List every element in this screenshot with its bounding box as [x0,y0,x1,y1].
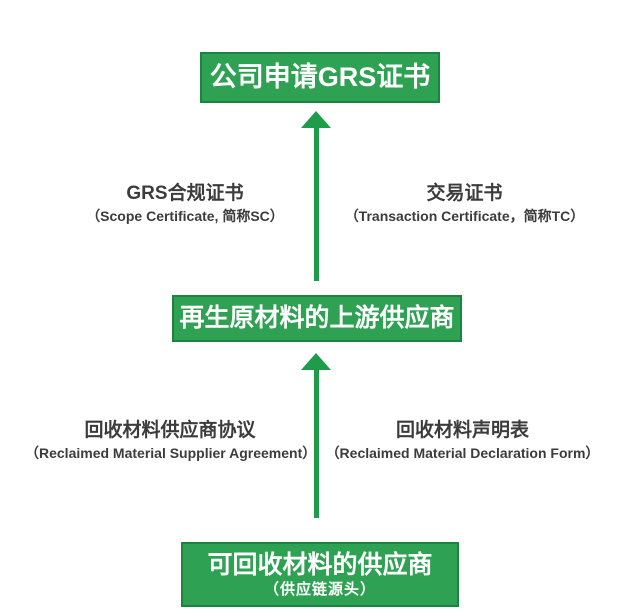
arrow-shaft [313,128,319,281]
annotation-title: GRS合规证书 [126,183,244,204]
annotation-subtitle: （Reclaimed Material Declaration Form） [325,444,600,461]
node-upstream-supplier: 再生原材料的上游供应商 [172,295,462,342]
up-arrow-icon [301,353,331,518]
annotation-transaction-certificate: 交易证书 （Transaction Certificate，简称TC） [322,183,607,226]
annotation-declaration-form: 回收材料声明表 （Reclaimed Material Declaration … [318,420,607,463]
annotation-supplier-agreement: 回收材料供应商协议 （Reclaimed Material Supplier A… [25,420,317,463]
node-sublabel: （供应链源头） [263,580,376,598]
node-label: 可回收材料的供应商 [207,551,433,579]
annotation-scope-certificate: GRS合规证书 （Scope Certificate, 简称SC） [45,183,325,226]
annotation-subtitle: （Scope Certificate, 简称SC） [86,207,284,224]
node-label: 再生原材料的上游供应商 [179,304,455,333]
annotation-subtitle: （Reclaimed Material Supplier Agreement） [25,444,317,461]
arrow-head [301,111,331,128]
arrow-head [301,353,331,370]
node-label: 公司申请GRS证书 [209,61,431,92]
up-arrow-icon [301,111,331,281]
node-company-grs-certificate: 公司申请GRS证书 [200,52,440,103]
annotation-title: 回收材料声明表 [395,420,529,441]
node-recyclable-material-supplier: 可回收材料的供应商 （供应链源头） [181,542,459,607]
annotation-title: 交易证书 [426,183,503,204]
annotation-subtitle: （Transaction Certificate，简称TC） [344,207,585,224]
arrow-shaft [313,370,319,518]
annotation-title: 回收材料供应商协议 [84,420,256,441]
